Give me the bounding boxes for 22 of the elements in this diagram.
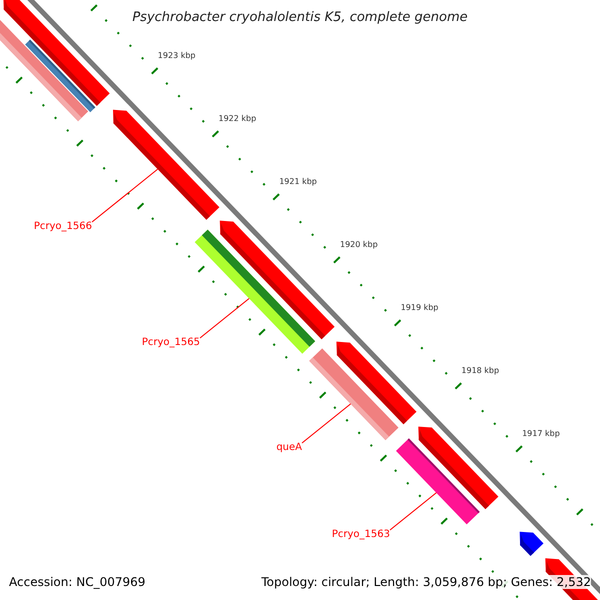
gene-bar <box>309 348 398 440</box>
gene-bar <box>520 532 544 556</box>
scale-label: 1917 kbp <box>522 428 560 438</box>
gene-bar <box>113 110 220 220</box>
scale-label: 1923 kbp <box>158 50 196 60</box>
leader-line <box>390 492 437 530</box>
scale-label: 1918 kbp <box>461 366 500 375</box>
title: Psychrobacter cryohalolentis K5, complete genome <box>131 10 469 25</box>
gene-bar <box>25 40 96 112</box>
gene-label: Pcryo_1563 <box>332 529 390 541</box>
footer-text: Topology: circular; Length: 3,059,876 bp; Genes: 2,532 <box>261 575 591 589</box>
gene-label: Pcryo_1565 <box>142 337 200 349</box>
gene-bar <box>396 438 480 524</box>
footer-text: Accession: NC_007969 <box>9 575 146 589</box>
gene-label: Pcryo_1566 <box>34 221 92 233</box>
leader-line <box>92 168 158 222</box>
scale-label: 1921 kbp <box>279 176 317 186</box>
scale-label: 1919 kbp <box>400 302 438 312</box>
scale-label: 1922 kbp <box>218 114 256 123</box>
leader-line <box>302 403 352 444</box>
gene-label: queA <box>276 442 302 454</box>
leader-line <box>200 298 250 338</box>
